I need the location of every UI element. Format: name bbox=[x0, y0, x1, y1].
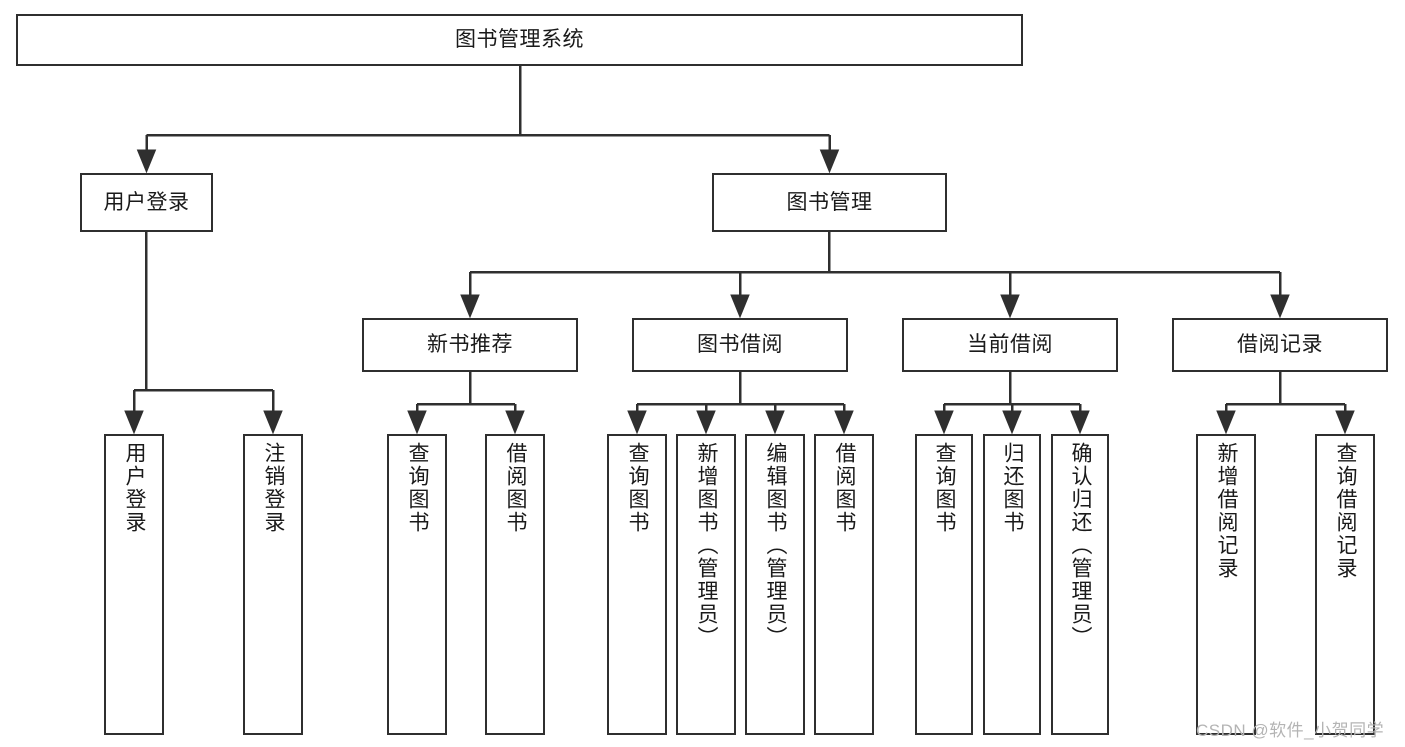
user-login-to-leaves-arrowhead-0 bbox=[124, 410, 144, 435]
borrow-record-to-leaves-arrowhead-0 bbox=[1216, 410, 1236, 435]
node-current-borrow[interactable]: 当前借阅 bbox=[902, 318, 1118, 372]
node-user-login[interactable]: 用户登录 bbox=[80, 173, 213, 232]
node-label: 确认归还（管理员） bbox=[1069, 442, 1093, 649]
node-leaf-return-book[interactable]: 归还图书 bbox=[983, 434, 1041, 735]
node-leaf-add-borrow-record[interactable]: 新增借阅记录 bbox=[1196, 434, 1256, 735]
current-borrow-to-leaves-arrowhead-0 bbox=[934, 410, 954, 435]
book-borrow-to-leaves-arrowhead-0 bbox=[627, 410, 647, 435]
node-label: 查询图书 bbox=[933, 442, 957, 534]
node-label: 编辑图书（管理员） bbox=[764, 442, 788, 649]
node-label: 借阅记录 bbox=[1237, 333, 1323, 357]
node-label: 新增图书（管理员） bbox=[695, 442, 719, 649]
node-leaf-query-book-1[interactable]: 查询图书 bbox=[387, 434, 447, 735]
book-borrow-to-leaves-arrowhead-3 bbox=[834, 410, 854, 435]
book-management-to-level2-arrowhead-1 bbox=[730, 294, 750, 319]
node-label: 图书管理系统 bbox=[455, 28, 584, 52]
node-leaf-user-login[interactable]: 用户登录 bbox=[104, 434, 164, 735]
node-book-management[interactable]: 图书管理 bbox=[712, 173, 947, 232]
node-leaf-query-book-2[interactable]: 查询图书 bbox=[607, 434, 667, 735]
node-root[interactable]: 图书管理系统 bbox=[16, 14, 1023, 66]
new-book-recommend-to-leaves-arrowhead-0 bbox=[407, 410, 427, 435]
node-label: 借阅图书 bbox=[833, 442, 857, 534]
node-leaf-add-book-admin[interactable]: 新增图书（管理员） bbox=[676, 434, 736, 735]
book-management-to-level2-arrowhead-2 bbox=[1000, 294, 1020, 319]
node-leaf-user-logout[interactable]: 注销登录 bbox=[243, 434, 303, 735]
node-label: 当前借阅 bbox=[967, 333, 1053, 357]
node-leaf-borrow-book-2[interactable]: 借阅图书 bbox=[814, 434, 874, 735]
node-label: 新增借阅记录 bbox=[1215, 442, 1239, 580]
node-new-book-recommend[interactable]: 新书推荐 bbox=[362, 318, 578, 372]
book-management-to-level2-arrowhead-0 bbox=[460, 294, 480, 319]
node-book-borrow[interactable]: 图书借阅 bbox=[632, 318, 848, 372]
new-book-recommend-to-leaves-arrowhead-1 bbox=[505, 410, 525, 435]
node-leaf-confirm-return-admin[interactable]: 确认归还（管理员） bbox=[1051, 434, 1109, 735]
node-leaf-query-borrow-record[interactable]: 查询借阅记录 bbox=[1315, 434, 1375, 735]
node-label: 查询图书 bbox=[626, 442, 650, 534]
node-label: 归还图书 bbox=[1001, 442, 1025, 534]
current-borrow-to-leaves-arrowhead-1 bbox=[1002, 410, 1022, 435]
node-label: 借阅图书 bbox=[504, 442, 528, 534]
node-label: 图书借阅 bbox=[697, 333, 783, 357]
root-to-level1-arrowhead-1 bbox=[819, 149, 840, 174]
node-label: 查询借阅记录 bbox=[1334, 442, 1358, 580]
book-management-to-level2-arrowhead-3 bbox=[1270, 294, 1290, 319]
book-borrow-to-leaves-arrowhead-1 bbox=[696, 410, 716, 435]
node-borrow-record[interactable]: 借阅记录 bbox=[1172, 318, 1388, 372]
node-leaf-borrow-book-1[interactable]: 借阅图书 bbox=[485, 434, 545, 735]
node-leaf-query-book-3[interactable]: 查询图书 bbox=[915, 434, 973, 735]
node-label: 注销登录 bbox=[262, 442, 286, 534]
node-label: 用户登录 bbox=[103, 190, 190, 214]
root-to-level1-arrowhead-0 bbox=[136, 149, 157, 174]
current-borrow-to-leaves-arrowhead-2 bbox=[1070, 410, 1090, 435]
node-label: 用户登录 bbox=[123, 442, 147, 534]
user-login-to-leaves-arrowhead-1 bbox=[263, 410, 283, 435]
borrow-record-to-leaves-arrowhead-1 bbox=[1335, 410, 1355, 435]
node-label: 图书管理 bbox=[786, 190, 873, 214]
book-borrow-to-leaves-arrowhead-2 bbox=[765, 410, 785, 435]
node-label: 新书推荐 bbox=[427, 333, 513, 357]
node-leaf-edit-book-admin[interactable]: 编辑图书（管理员） bbox=[745, 434, 805, 735]
node-label: 查询图书 bbox=[406, 442, 430, 534]
